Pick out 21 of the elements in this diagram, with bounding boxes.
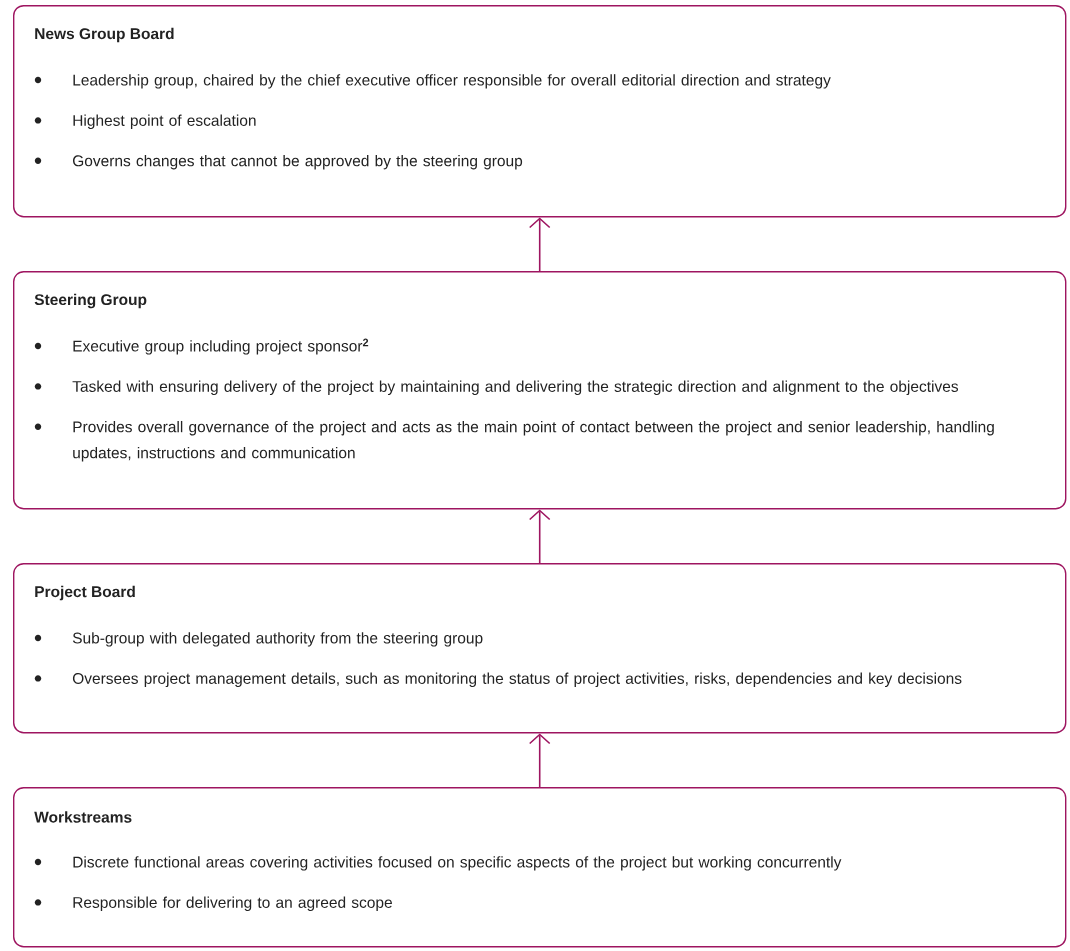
arrow bbox=[528, 509, 551, 564]
bullet-text: Tasked with ensuring delivery of the project by maintaining and delivering the strategic direction and alignment to the objectives bbox=[72, 380, 959, 395]
process-box bbox=[13, 5, 1067, 218]
bullet-text: Oversees project management details, such as monitoring the status of project activities, risks, dependencies and key decisions bbox=[72, 672, 962, 687]
bullet-text: Responsible for delivering to an agreed scope bbox=[73, 896, 392, 911]
bullet-text: Governs changes that cannot be approved by the steering group bbox=[73, 154, 523, 170]
bullet-text: Executive group including project sponsor$^{2}$ bbox=[73, 338, 369, 355]
process-box bbox=[13, 563, 1067, 734]
bullet-text: Highest point of escalation bbox=[73, 114, 256, 129]
process-box bbox=[13, 787, 1067, 948]
box-heading: Steering Group bbox=[34, 293, 147, 309]
bullet-text: Leadership group, chaired by the chief executive officer responsible for overall editorial direction and strategy bbox=[73, 74, 831, 89]
process-box bbox=[13, 271, 1067, 510]
box-heading: Project Board bbox=[35, 585, 135, 601]
bullet-text: Provides overall governance of the project and acts as the main point of contact between the project and senior leadership, handling updates, instructions and communication bbox=[73, 420, 994, 462]
bullet-text: Discrete functional areas covering activities focused on specific aspects of the project but working concurrently bbox=[73, 856, 842, 871]
box-heading: Workstreams bbox=[34, 811, 132, 823]
bullet-text: Sub-group with delegated authority from the steering group bbox=[72, 632, 483, 647]
arrow bbox=[528, 733, 551, 788]
arrow bbox=[528, 217, 551, 272]
box-heading: News Group Board bbox=[35, 27, 174, 43]
